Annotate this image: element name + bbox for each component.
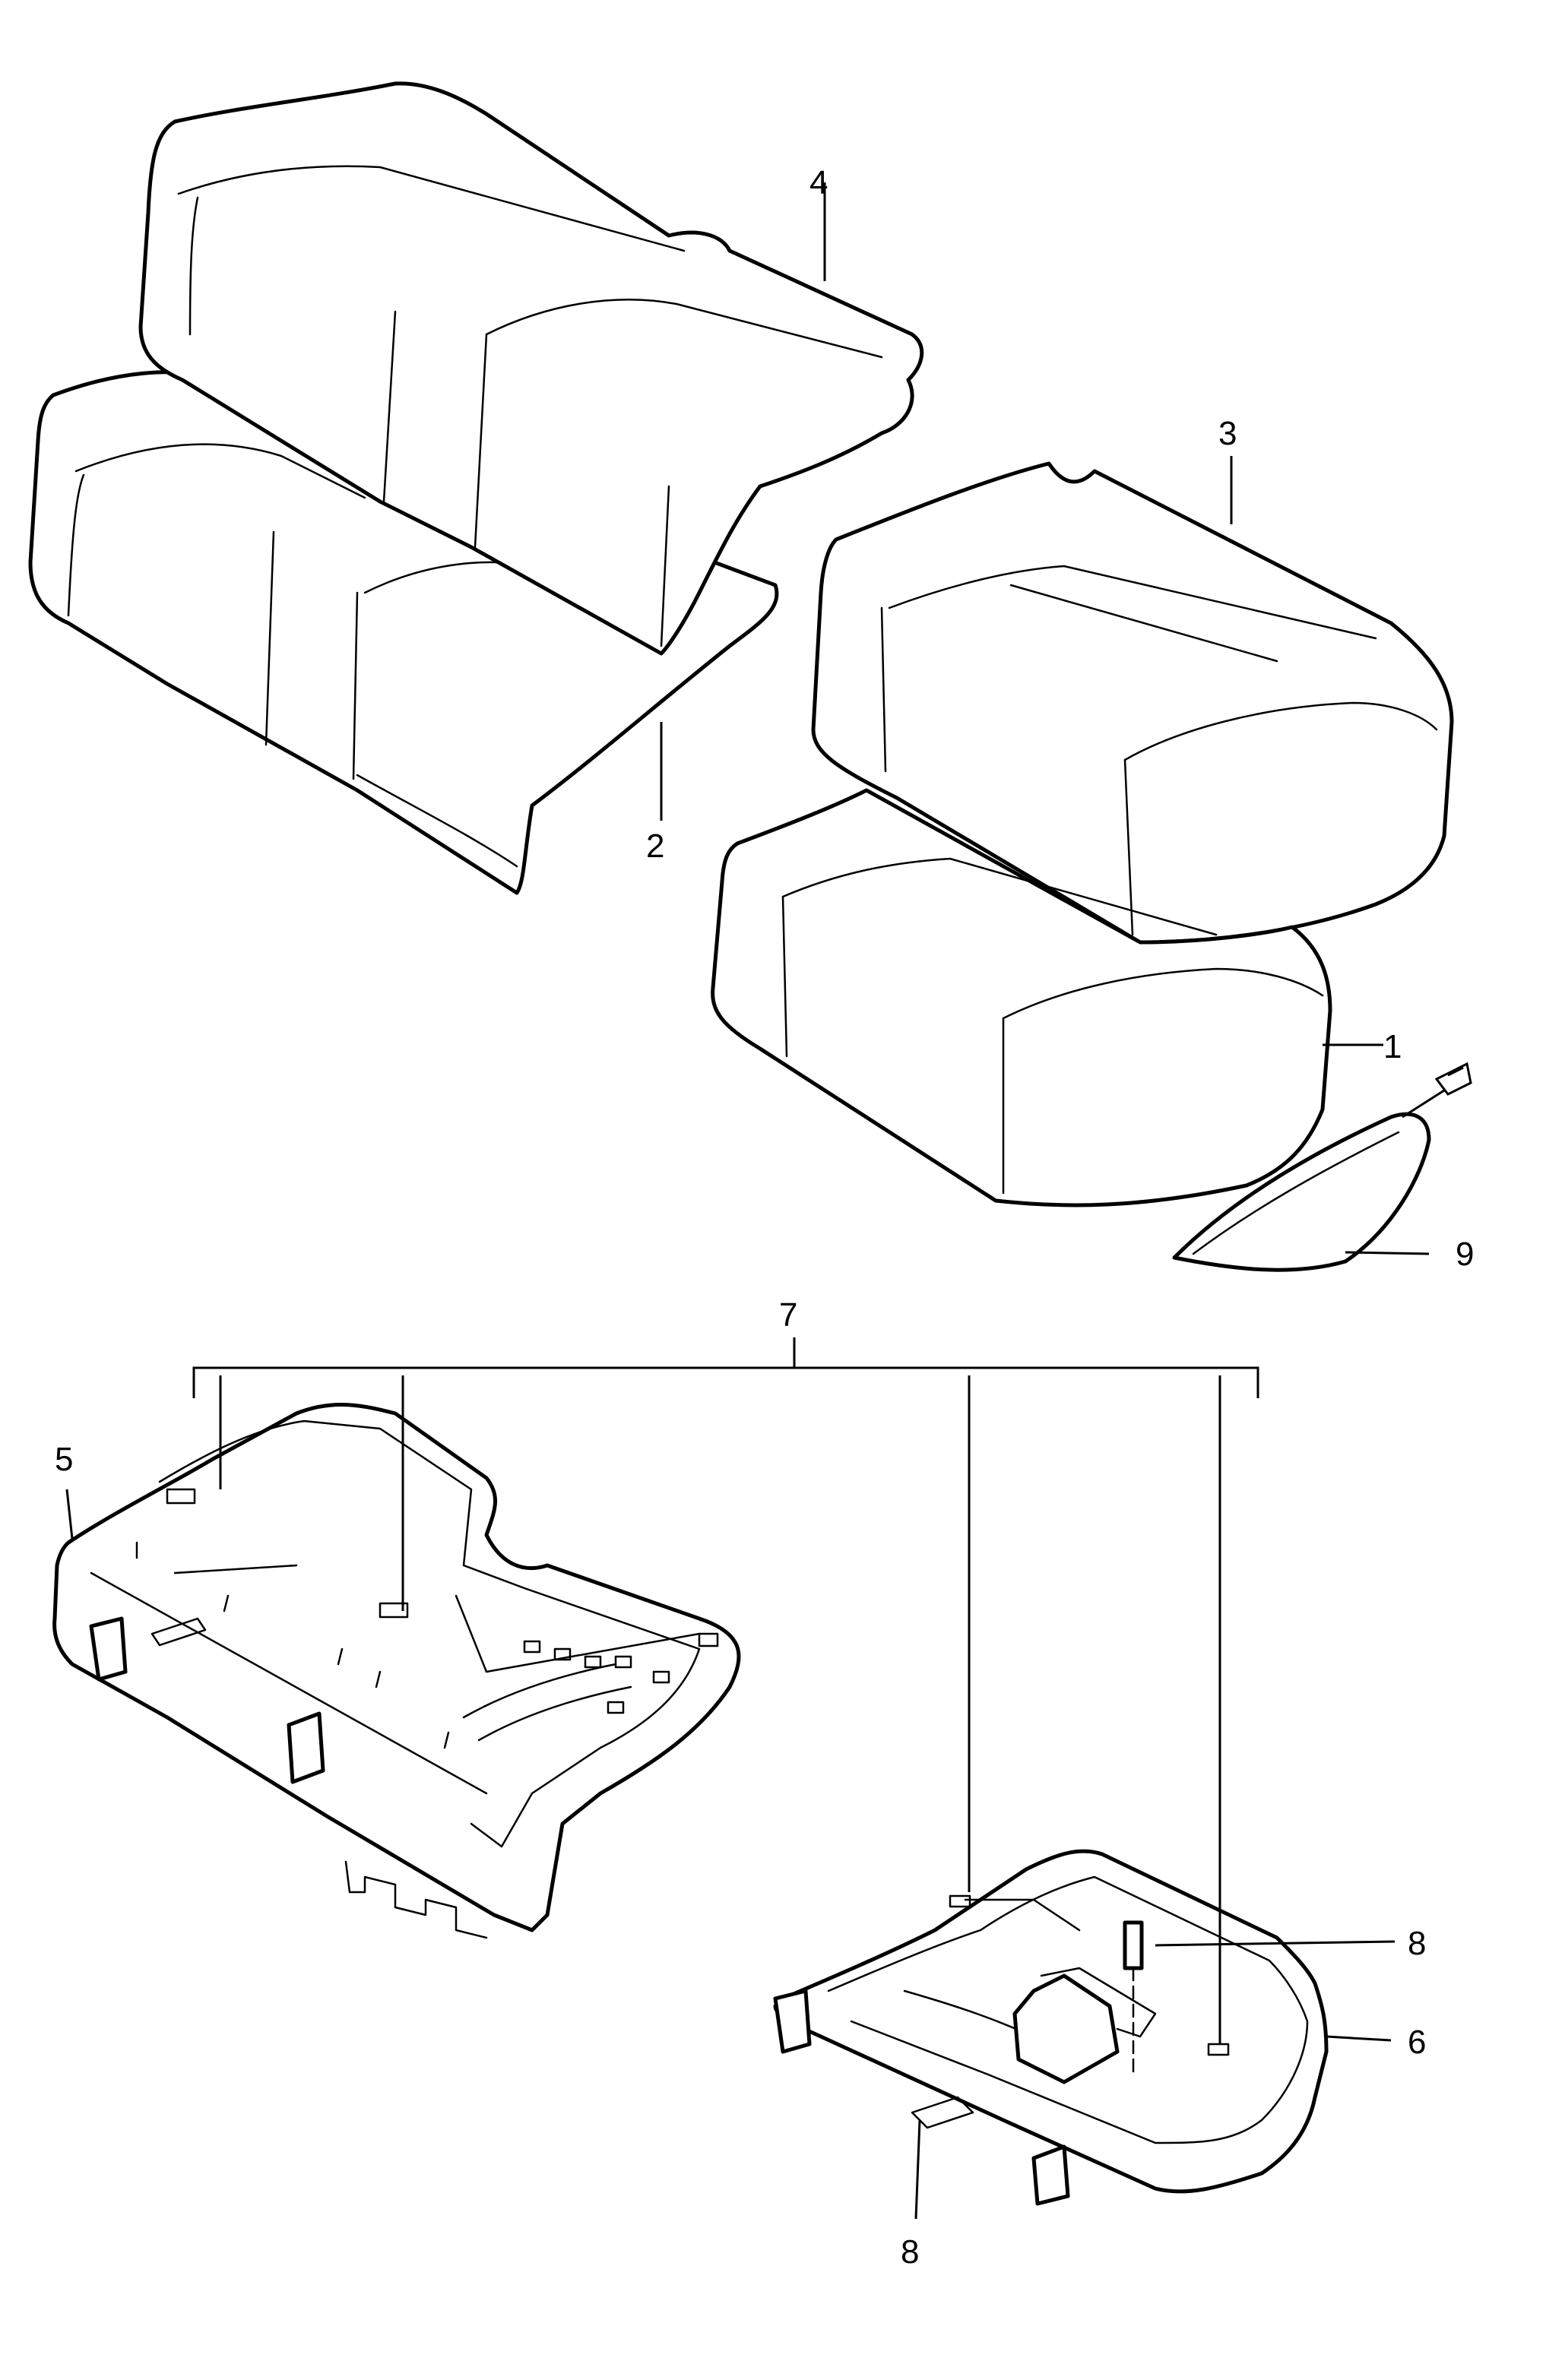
callout-2: 2 xyxy=(646,828,664,865)
callout-6: 6 xyxy=(1408,2024,1426,2061)
callout-8-upper: 8 xyxy=(1408,1925,1426,1962)
part-1-cushion xyxy=(711,788,1332,1207)
part-9-heating-mat xyxy=(1172,1062,1472,1272)
callout-5: 5 xyxy=(55,1441,73,1478)
part-6-seat-frame xyxy=(773,1849,1329,2206)
part-4-backrest-cover xyxy=(138,81,924,656)
callout-1: 1 xyxy=(1383,1028,1402,1065)
callout-9: 9 xyxy=(1456,1236,1474,1273)
callout-3: 3 xyxy=(1218,415,1237,452)
callout-8-lower: 8 xyxy=(901,2233,919,2271)
callout-7: 7 xyxy=(779,1296,797,1334)
part-3-cushion-cover xyxy=(811,461,1454,945)
callout-4: 4 xyxy=(809,164,828,201)
part-5-seat-frame xyxy=(52,1402,741,1939)
leader-lines xyxy=(65,182,1430,2220)
group-bracket-7 xyxy=(192,1337,1259,2044)
